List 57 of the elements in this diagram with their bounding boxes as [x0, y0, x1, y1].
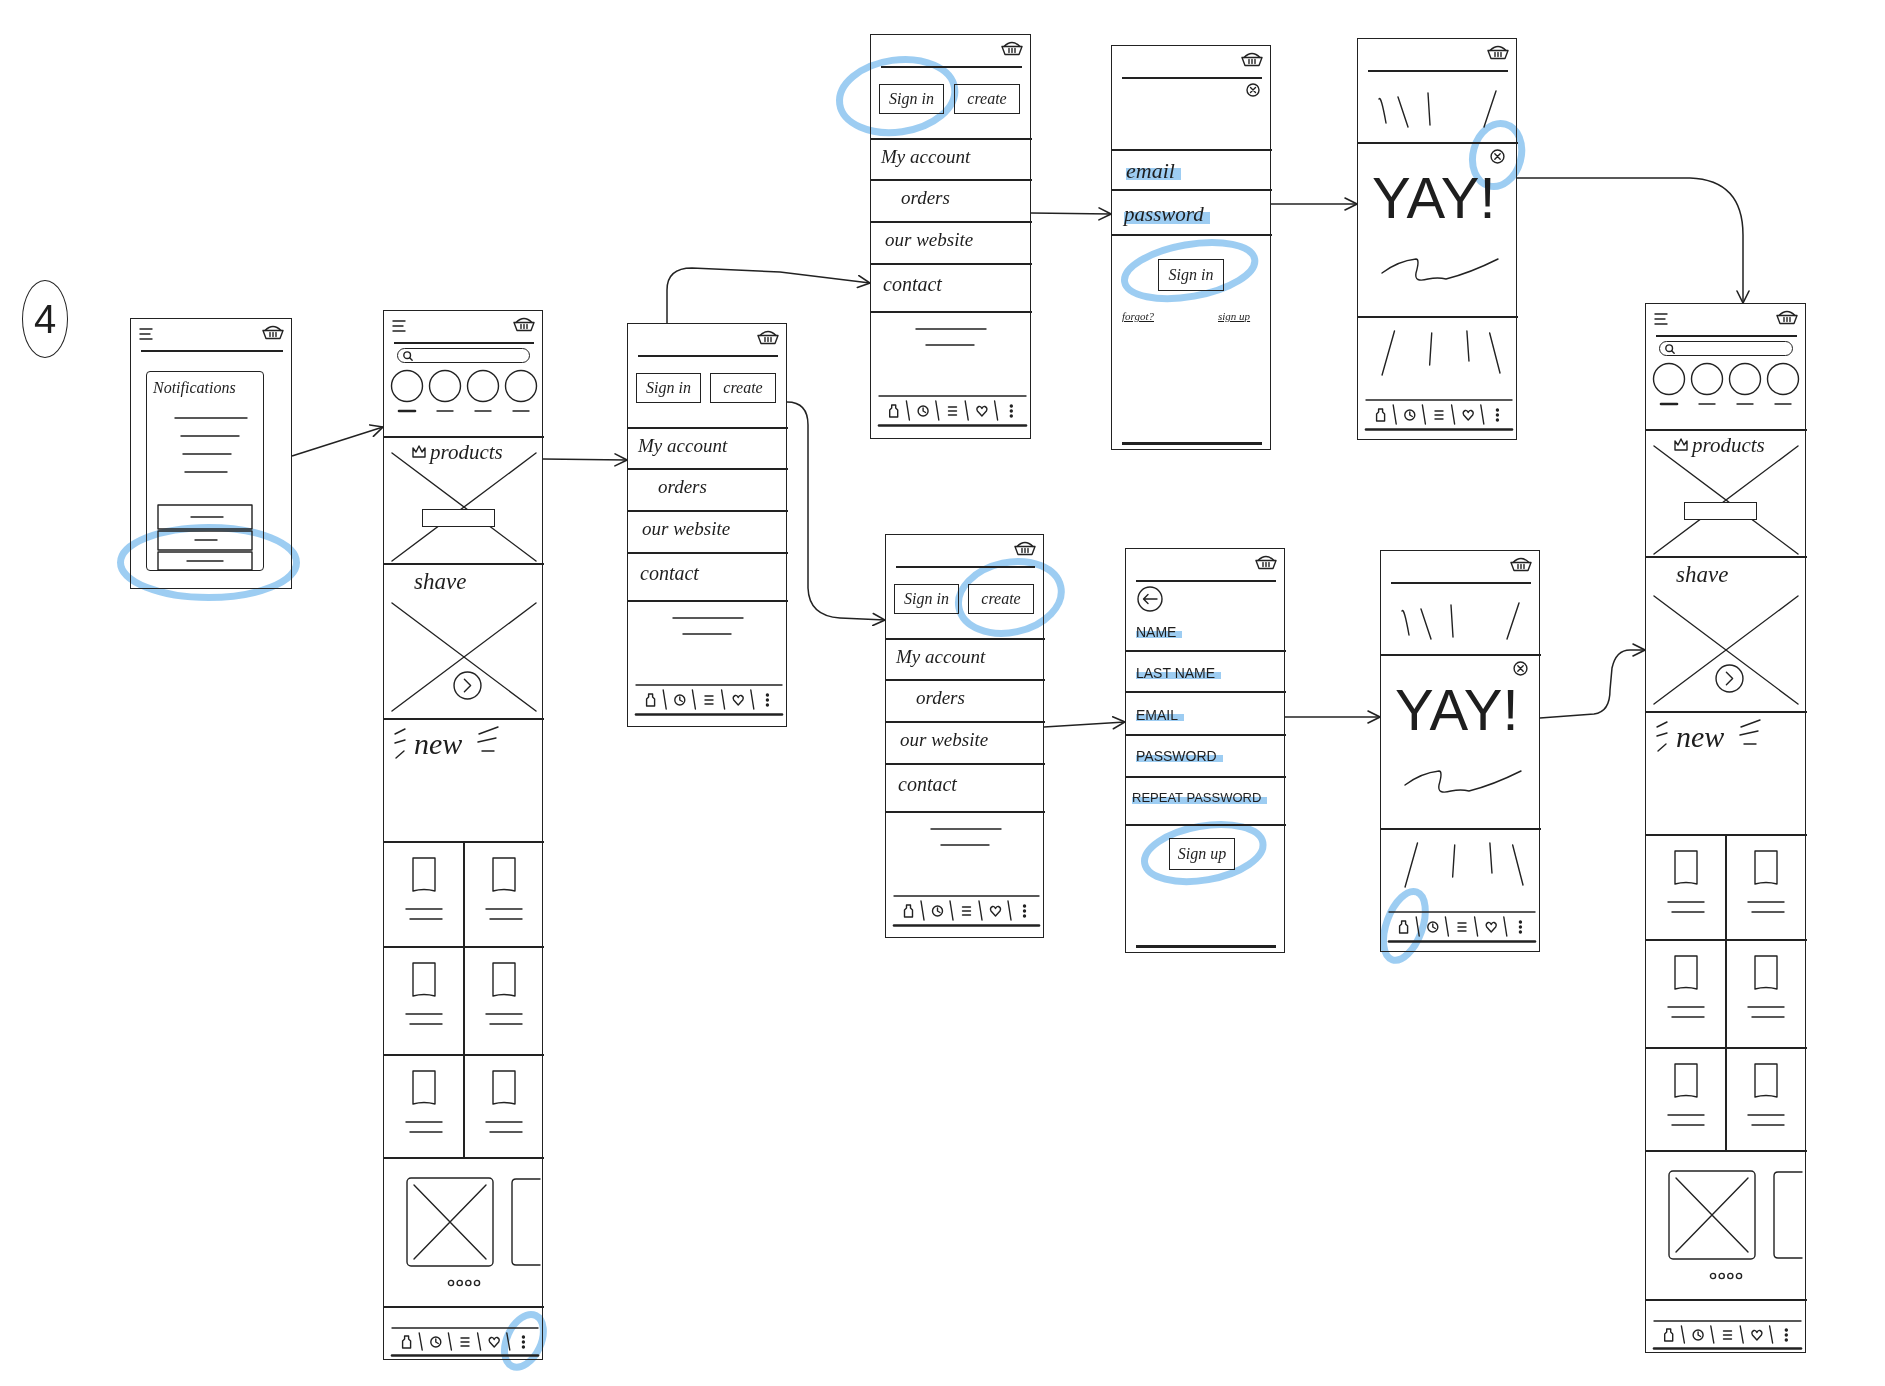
- phone-screen: [130, 318, 292, 589]
- arrow: [1539, 643, 1646, 719]
- menu-item: My account: [896, 646, 986, 668]
- menu-item: orders: [916, 687, 965, 709]
- link: forgot?: [1122, 310, 1154, 323]
- arrow: [1270, 197, 1358, 211]
- phone-screen: [383, 310, 543, 1360]
- button: Sign in: [894, 584, 959, 614]
- arrow: [1284, 710, 1381, 724]
- menu-item: contact: [640, 562, 699, 585]
- celebration-text: YAY!: [1372, 165, 1496, 232]
- menu-item: contact: [883, 273, 942, 296]
- link: sign up: [1218, 310, 1251, 323]
- menu-item: our website: [900, 729, 989, 751]
- button: Sign in: [1158, 259, 1224, 291]
- phone-screen: [1357, 38, 1517, 440]
- menu-item: our website: [642, 518, 731, 540]
- phone-screen: [1125, 548, 1285, 953]
- button: Sign up: [1169, 838, 1235, 870]
- section-title: new: [1676, 720, 1725, 755]
- button: create: [954, 84, 1020, 114]
- field-label: LAST NAME: [1136, 665, 1222, 682]
- arrow: [1043, 715, 1126, 730]
- field-label: PASSWORD: [1136, 748, 1223, 765]
- phone-screen: [627, 323, 787, 727]
- phone-screen: [1645, 303, 1806, 1353]
- section-title: products: [1692, 433, 1765, 458]
- field-label: NAME: [1136, 624, 1183, 641]
- button: Sign in: [879, 84, 944, 114]
- section-title: new: [414, 727, 463, 762]
- arrow: [786, 401, 886, 627]
- phone-screen: [885, 534, 1044, 938]
- menu-item: orders: [901, 187, 950, 209]
- section-title: products: [430, 440, 503, 465]
- celebration-text: YAY!: [1395, 677, 1519, 744]
- menu-item: My account: [638, 435, 728, 457]
- phone-screen: [1111, 45, 1271, 450]
- phone-screen: [870, 34, 1031, 439]
- menu-item: orders: [658, 476, 707, 498]
- notification-card: [146, 371, 264, 571]
- arrow: [1030, 207, 1112, 221]
- menu-item: our website: [885, 229, 974, 251]
- field-label: REPEAT PASSWORD: [1132, 791, 1268, 806]
- section-title: shave: [414, 569, 467, 596]
- button: Sign in: [636, 373, 701, 403]
- arrow: [666, 267, 871, 324]
- section-title: shave: [1676, 562, 1729, 589]
- menu-item: contact: [898, 773, 957, 796]
- field-label: EMAIL: [1136, 707, 1184, 724]
- phone-screen: [1380, 550, 1540, 952]
- button: create: [710, 373, 776, 403]
- arrow: [1516, 177, 1750, 304]
- button: create: [968, 584, 1034, 614]
- arrow: [291, 424, 384, 457]
- notification-title: Notifications: [153, 379, 236, 398]
- arrow: [542, 453, 628, 467]
- menu-item: My account: [881, 146, 971, 168]
